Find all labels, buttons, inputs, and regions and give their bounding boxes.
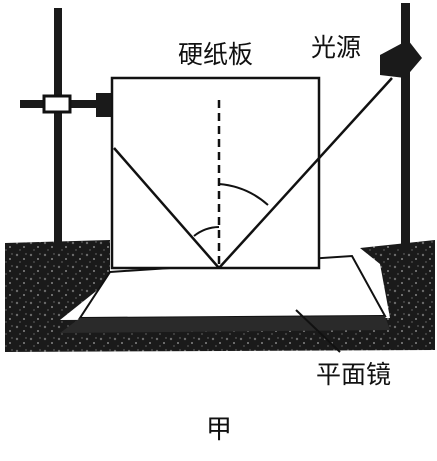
incidence-angle-arc (218, 183, 269, 206)
left-clamp-block (42, 94, 72, 114)
incident-ray (218, 77, 393, 269)
light-source (380, 40, 422, 78)
left-stand-rod (54, 8, 62, 248)
reflected-ray (113, 147, 220, 269)
plane-mirror-label: 平面镜 (316, 360, 392, 389)
light-source-label: 光源 (311, 33, 362, 62)
figure-caption: 甲 (206, 415, 233, 445)
mirror-leader-line (295, 309, 341, 353)
reflection-angle-arc (193, 226, 220, 237)
right-stand-rod (401, 3, 410, 248)
cardboard-label: 硬纸板 (178, 40, 254, 69)
cardboard (110, 76, 321, 270)
